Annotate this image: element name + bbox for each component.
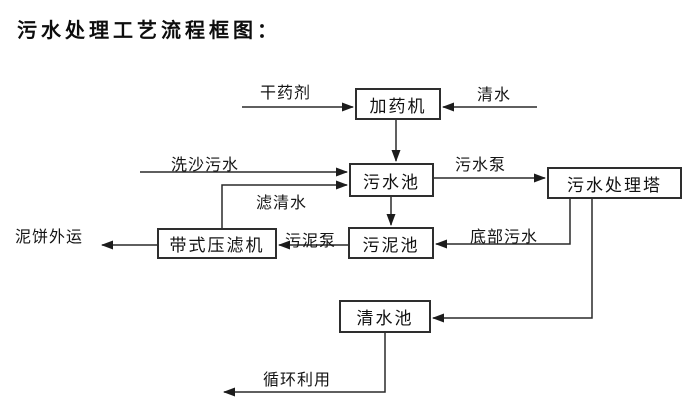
node-dosing-machine-label: 加药机 bbox=[369, 96, 427, 116]
edge-label-dry-chemical: 干药剂 bbox=[260, 85, 312, 102]
node-sludge-pool: 污泥池 bbox=[348, 227, 434, 259]
node-clean-water-pool: 清水池 bbox=[339, 300, 431, 333]
node-sewage-treatment-tower: 污水处理塔 bbox=[547, 167, 682, 199]
edge-bottom-sewage-arrow bbox=[435, 199, 571, 249]
node-sewage-treatment-tower-label: 污水处理塔 bbox=[567, 175, 662, 195]
edge-label-clean-water: 清水 bbox=[477, 87, 512, 104]
edge-label-bottom-sewage: 底部污水 bbox=[470, 229, 539, 246]
edge-label-sludge-pump: 污泥泵 bbox=[285, 233, 337, 250]
edge-label-filtered-water: 滤清水 bbox=[256, 195, 308, 212]
edge-label-recycle-use: 循环利用 bbox=[263, 372, 332, 389]
node-belt-filter-press: 带式压滤机 bbox=[157, 228, 277, 259]
node-belt-filter-press-label: 带式压滤机 bbox=[169, 236, 265, 255]
node-dosing-machine: 加药机 bbox=[355, 88, 441, 120]
edge-label-mud-cake-out: 泥饼外运 bbox=[15, 229, 84, 246]
edge-recycle-use-arrow bbox=[223, 333, 386, 397]
node-clean-water-pool-label: 清水池 bbox=[356, 309, 414, 328]
node-sludge-pool-label: 污泥池 bbox=[362, 235, 420, 255]
edge-label-sand-washing-sewage: 洗沙污水 bbox=[171, 157, 240, 174]
edge-filtered-water-arrow bbox=[221, 180, 348, 228]
node-sewage-pool: 污水池 bbox=[349, 163, 434, 197]
edge-tower-to-clean-pool-arrow bbox=[432, 199, 593, 323]
page-title: 污水处理工艺流程框图： bbox=[17, 20, 281, 42]
edge-label-sewage-pump: 污水泵 bbox=[455, 157, 507, 174]
node-sewage-pool-label: 污水池 bbox=[363, 172, 420, 192]
